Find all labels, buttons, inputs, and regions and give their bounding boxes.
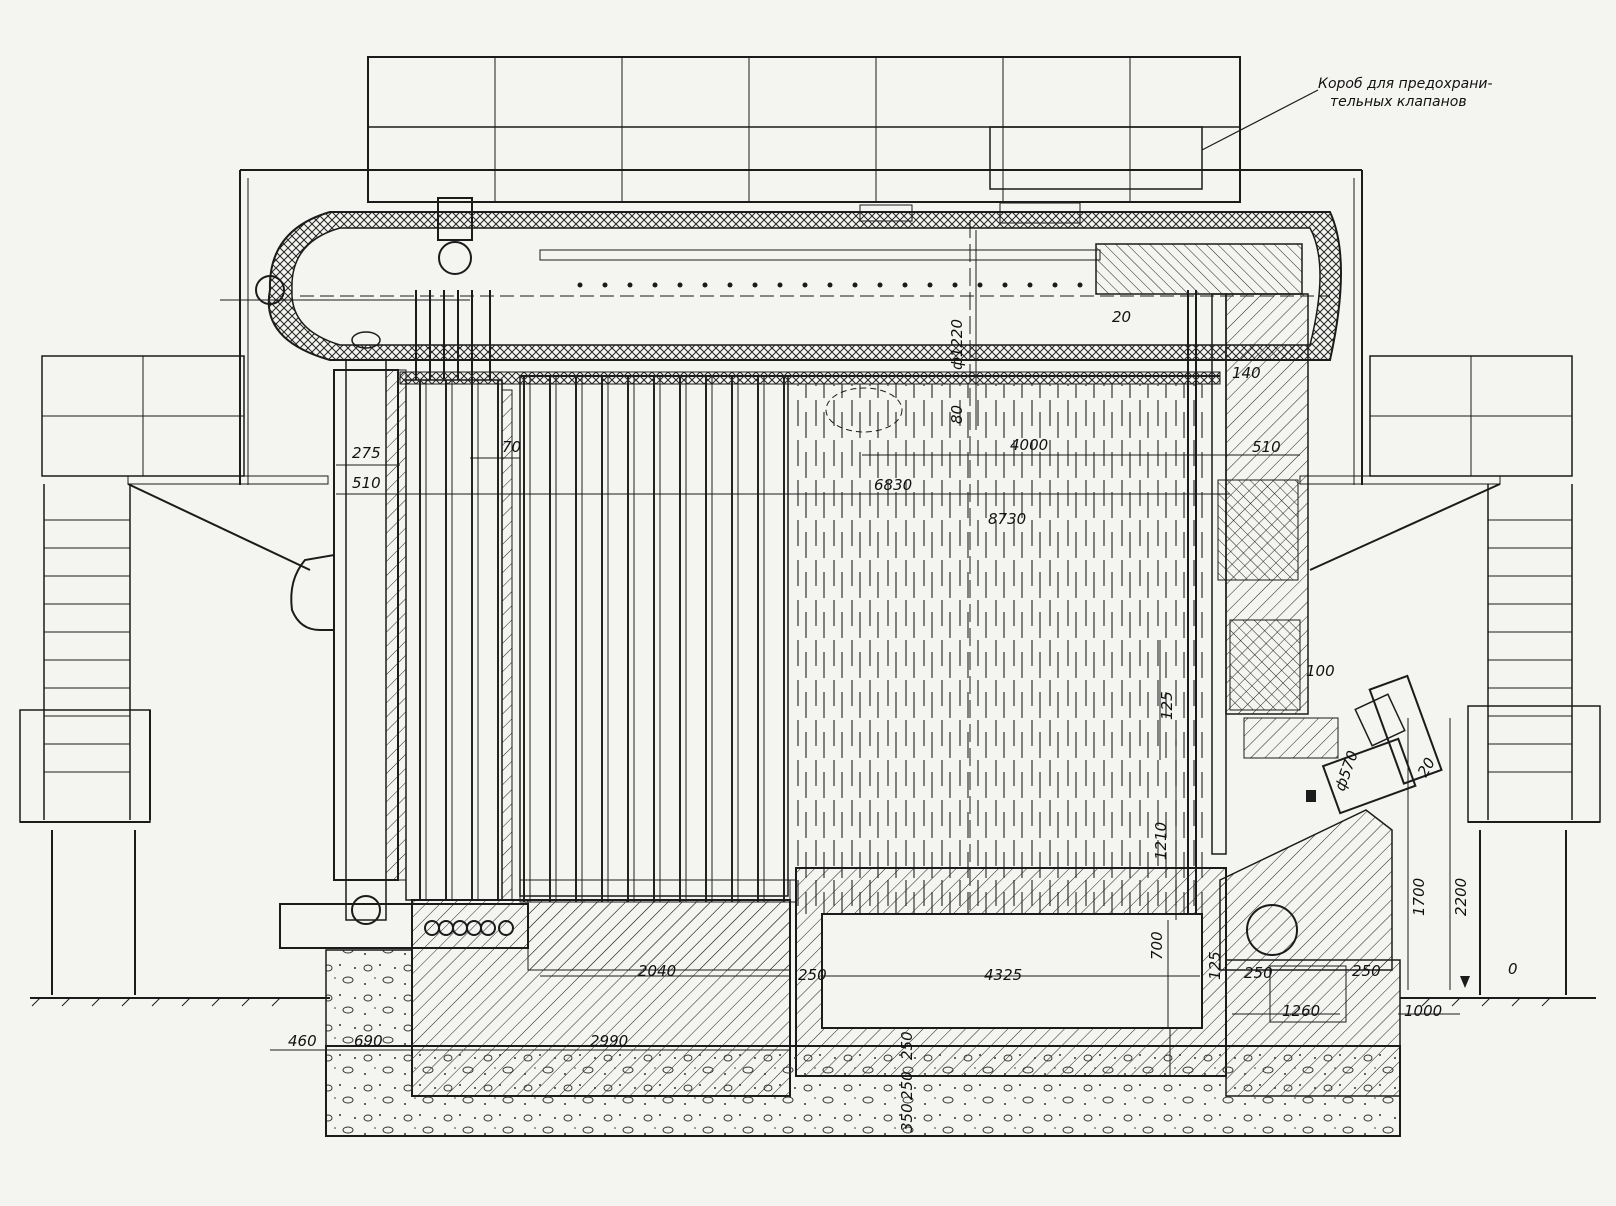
- tube-bank-middle: [399, 371, 1221, 897]
- dim-350: 350: [898, 1103, 916, 1132]
- dim-1210: 1210: [1152, 822, 1170, 860]
- annotation-line-2: тельных клапанов: [1330, 94, 1467, 110]
- valve-box: [989, 126, 1203, 190]
- dim-250-c: 250: [1352, 962, 1381, 980]
- dimension-lines: [270, 230, 1460, 1076]
- tube-bank-left: [405, 290, 513, 901]
- dim-250-e: 250: [898, 1071, 916, 1100]
- dim-4325: 4325: [984, 966, 1022, 984]
- top-casing-grid: [367, 56, 1241, 203]
- annotation-line-1: Короб для предохрани-: [1318, 76, 1493, 92]
- zero-level-marker: [1460, 976, 1470, 988]
- zero-level-label: 0: [1508, 960, 1518, 978]
- dim-8730: 8730: [988, 510, 1026, 528]
- dim-1220: ф1220: [948, 319, 966, 370]
- dim-6830: 6830: [874, 476, 912, 494]
- dim-510-left: 510: [352, 474, 381, 492]
- left-platform: [19, 355, 329, 995]
- dim-2040: 2040: [638, 962, 676, 980]
- dim-700: 700: [1148, 931, 1166, 960]
- right-platform: [1299, 355, 1601, 995]
- dim-100: 100: [1306, 662, 1335, 680]
- dim-140: 140: [1232, 364, 1261, 382]
- annotation-leader: [1201, 89, 1319, 151]
- dim-2990: 2990: [590, 1032, 628, 1050]
- dim-250-d: 250: [898, 1031, 916, 1060]
- dim-125: 125: [1158, 691, 1176, 720]
- dim-690: 690: [354, 1032, 383, 1050]
- dim-250-a: 250: [798, 966, 827, 984]
- dim-1000: 1000: [1404, 1002, 1442, 1020]
- dim-460: 460: [288, 1032, 317, 1050]
- furnace-tubes: [790, 220, 1210, 1010]
- dim-80: 80: [948, 405, 966, 424]
- foundation: [30, 867, 1596, 1137]
- dim-1700: 1700: [1410, 878, 1428, 916]
- dim-125-b: 125: [1206, 951, 1224, 980]
- dim-4000: 4000: [1010, 436, 1048, 454]
- dim-1260: 1260: [1282, 1002, 1320, 1020]
- dim-510-right: 510: [1252, 438, 1281, 456]
- dim-20-right: 20: [1414, 754, 1439, 780]
- left-column: [290, 331, 407, 921]
- dim-2200: 2200: [1452, 878, 1470, 916]
- dim-275: 275: [352, 444, 381, 462]
- dim-70: 70: [502, 438, 521, 456]
- right-refractory-wall: [1095, 243, 1309, 855]
- dim-20-top: 20: [1112, 308, 1131, 326]
- frame: [239, 169, 1363, 485]
- dim-250-b: 250: [1244, 964, 1273, 982]
